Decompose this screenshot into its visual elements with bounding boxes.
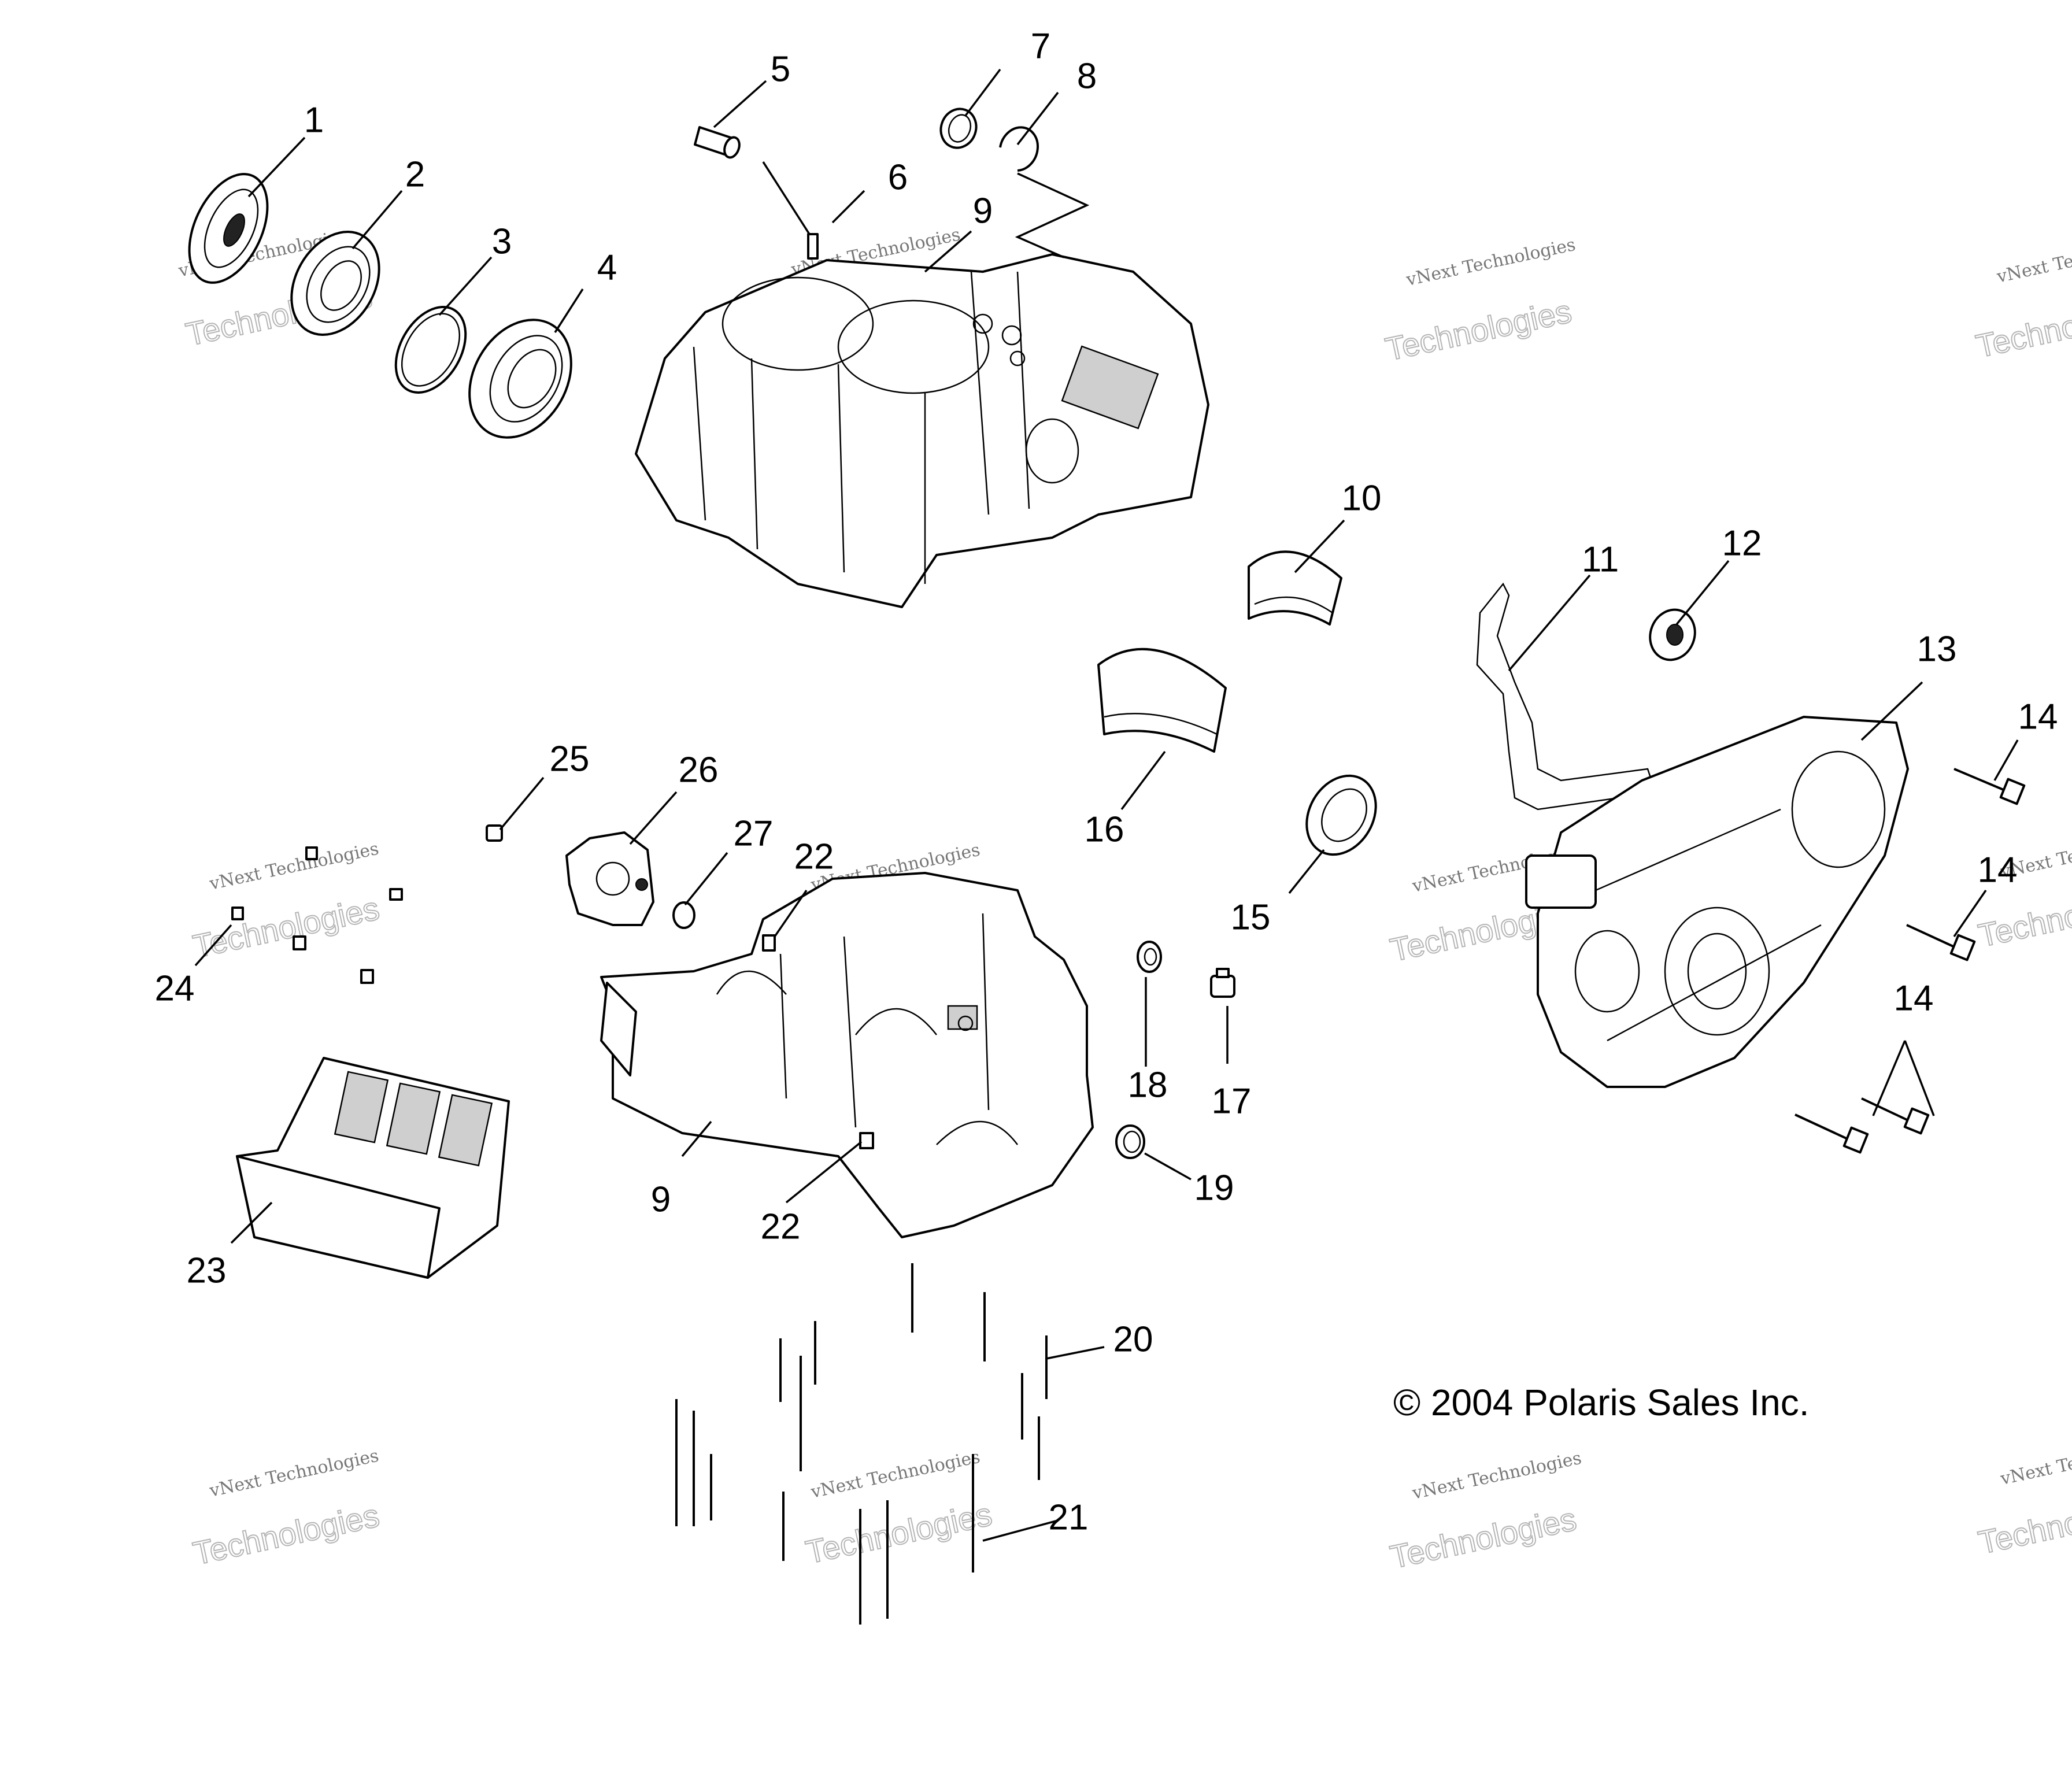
callout-26: 26: [679, 750, 719, 790]
callout-27: 27: [734, 814, 774, 854]
watermark-small: vNext Technologies: [1410, 1448, 1583, 1504]
seal-part-1: [188, 173, 269, 284]
watermark-large: Technologies: [1975, 1486, 2072, 1561]
watermark-large: Technologies: [1382, 293, 1575, 368]
fitting-part-17: [1210, 968, 1235, 998]
ring-part-7: [939, 108, 978, 149]
watermark-small: vNext Technologies: [1995, 231, 2072, 287]
callout-2: 2: [405, 155, 425, 195]
snap-ring-part-8: [999, 126, 1039, 172]
o-ring-part-3: [394, 306, 467, 394]
watermark-large: Technologies: [802, 1496, 995, 1571]
callout-labels: 1 2 3 4 5 6 7 8 9 9 10 11 12 13 14 14 14…: [155, 27, 2058, 1538]
bolt-part-14: [1953, 768, 2026, 805]
callout-12: 12: [1722, 524, 1762, 564]
callout-16: 16: [1085, 810, 1124, 850]
callout-18: 18: [1128, 1065, 1168, 1105]
copyright-text: © 2004 Polaris Sales Inc.: [1393, 1382, 1810, 1423]
callout-25: 25: [550, 739, 590, 779]
bearing-shell-part-10: [1248, 550, 1342, 626]
callout-20: 20: [1113, 1320, 1153, 1360]
callout-3: 3: [492, 222, 512, 262]
watermark-large: Technologies: [190, 1497, 382, 1572]
watermark-small: vNext Technologies: [809, 1447, 982, 1503]
leader-lines: [194, 68, 2019, 1542]
callout-5: 5: [771, 50, 790, 90]
bolts-part-20-21: [675, 1263, 1048, 1625]
washer-part-12: [1649, 608, 1696, 661]
callout-10: 10: [1342, 479, 1382, 519]
bolt-part-14: [1794, 1113, 1869, 1154]
pin-part-6: [807, 233, 819, 260]
dowel-part-22: [762, 934, 874, 1149]
watermark-small: vNext Technologies: [1404, 235, 1578, 290]
plug-part-25: [486, 824, 503, 842]
o-ring-part-27: [672, 901, 695, 929]
callout-22-upper: 22: [794, 837, 834, 877]
lower-crankcase-part-9: [600, 872, 1094, 1238]
watermark-large: Technologies: [1975, 879, 2072, 954]
callout-7: 7: [1031, 27, 1050, 66]
watermark-large: Technologies: [190, 890, 382, 965]
bolt-part-14: [1906, 924, 1976, 961]
watermark-large: Technologies: [1973, 290, 2072, 365]
watermark-small: vNext Technologies: [208, 1446, 381, 1501]
callout-14-c: 14: [1894, 979, 1934, 1019]
callout-19: 19: [1194, 1168, 1234, 1208]
callout-13: 13: [1917, 630, 1957, 669]
callout-6: 6: [888, 158, 908, 198]
callout-1: 1: [304, 101, 324, 140]
screen-part-23: [236, 1057, 510, 1279]
dowel-pin-part-5: [694, 126, 741, 159]
callout-9-lower: 9: [651, 1180, 671, 1220]
gasket-part-11: [1476, 582, 1655, 811]
plug-part-24: [231, 846, 403, 984]
callout-17: 17: [1212, 1082, 1252, 1122]
callout-8: 8: [1077, 57, 1097, 97]
upper-crankcase-part-9: [635, 253, 1209, 608]
housing-part-26: [565, 831, 654, 926]
seal-part-15: [1305, 774, 1377, 856]
watermark-small: vNext Technologies: [208, 839, 381, 894]
watermark-small: vNext Technologies: [1998, 1434, 2072, 1489]
callout-22-lower: 22: [761, 1207, 801, 1247]
callout-24: 24: [155, 969, 195, 1009]
callout-9-upper: 9: [973, 191, 993, 231]
case-cover-part-13: [1525, 716, 1909, 1088]
bearing-shell-part-16: [1097, 648, 1227, 753]
bearing-part-4: [468, 319, 572, 439]
washer-part-18: [1137, 941, 1162, 973]
callout-14-a: 14: [2018, 697, 2058, 737]
callout-21: 21: [1049, 1498, 1089, 1538]
plug-part-19: [1115, 1124, 1145, 1159]
watermark-large: Technologies: [1387, 1500, 1579, 1575]
callout-4: 4: [597, 248, 617, 288]
callout-11: 11: [1582, 540, 1619, 580]
callout-15: 15: [1231, 898, 1271, 938]
callout-23: 23: [187, 1251, 227, 1291]
bolt-part-14: [1861, 1097, 1930, 1135]
callout-14-b: 14: [1978, 850, 2018, 890]
